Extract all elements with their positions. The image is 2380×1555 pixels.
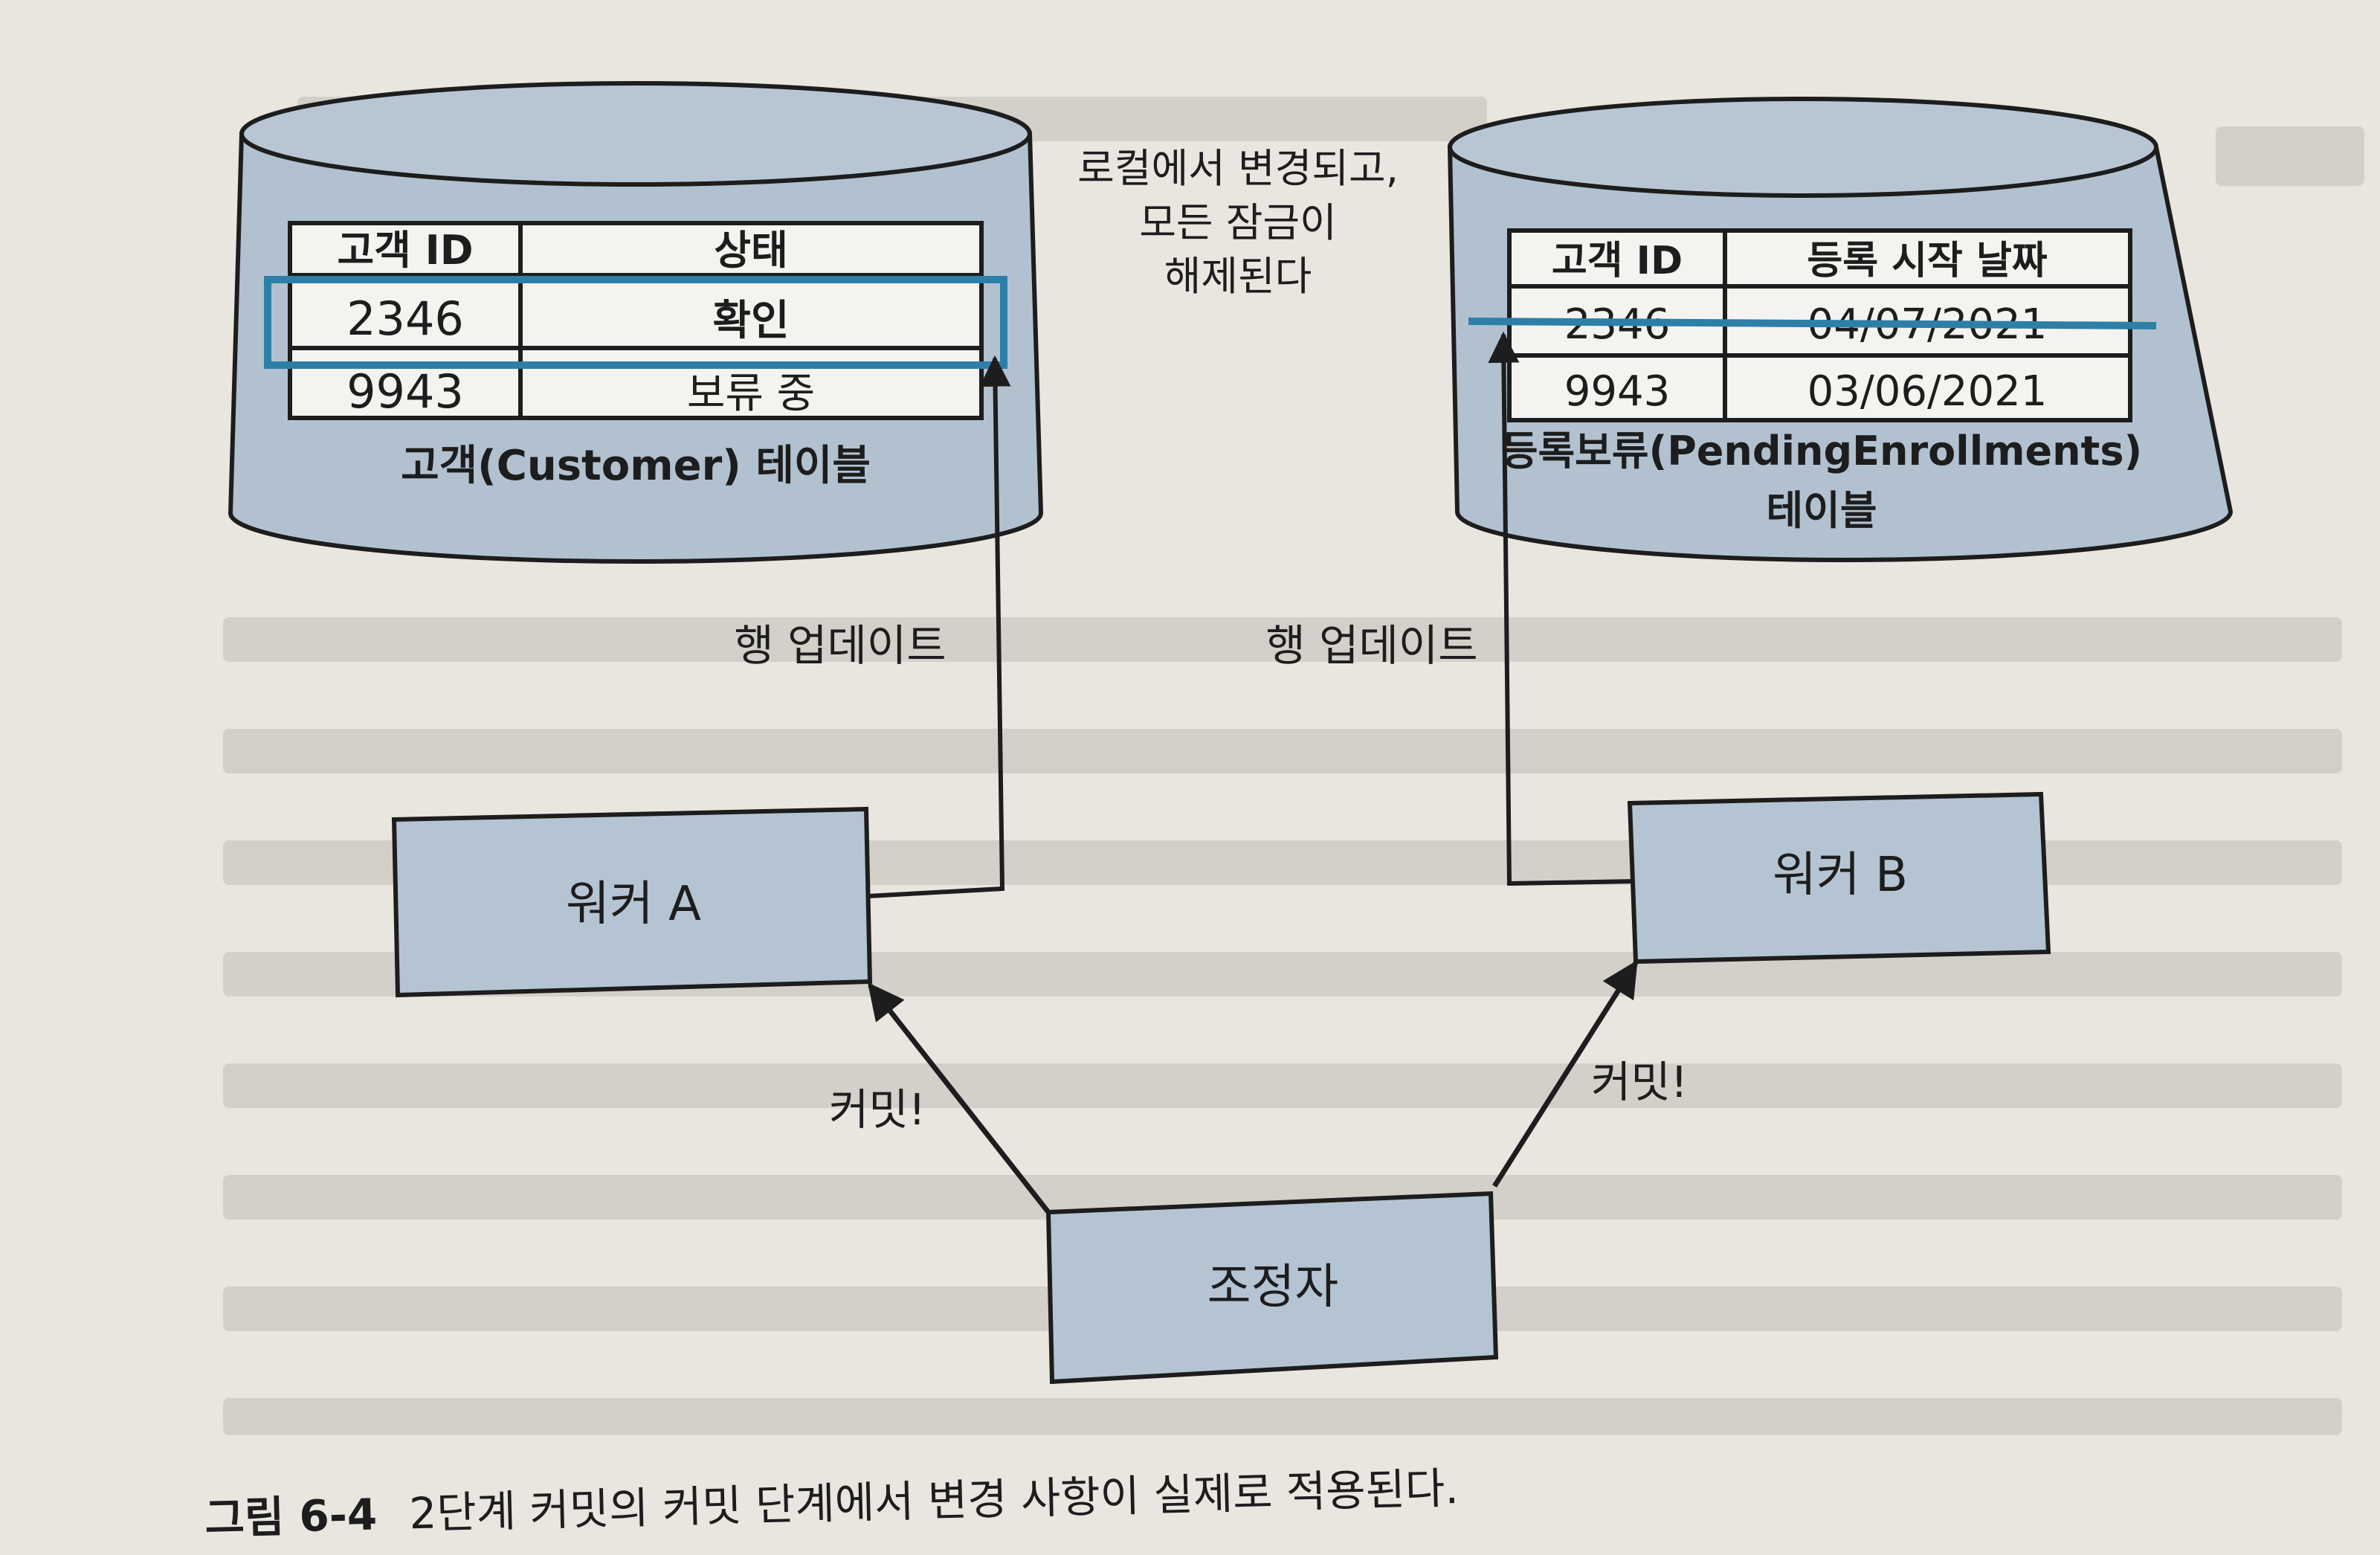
figure-number: 그림 6-4	[204, 1489, 378, 1544]
pending-enrollments-database: 고객 ID 등록 시작 날짜 2346 04/07/2021 9943 03/0…	[1447, 97, 2234, 562]
note-line-3: 해제된다	[1164, 253, 1312, 300]
pending-row2-date: 03/06/2021	[1807, 367, 2048, 416]
customer-row1-id: 2346	[346, 292, 464, 346]
figure-caption: 그림 6-4 2단계 커밋의 커밋 단계에서 변경 사항이 실제로 적용된다.	[204, 1463, 1460, 1544]
commit-arrow-left	[867, 982, 1051, 1214]
worker-b-box: 워커 B	[1627, 791, 2051, 965]
pending-header-id: 고객 ID	[1552, 239, 1683, 283]
pending-db-top	[1448, 97, 2158, 198]
pending-row-strikethrough	[1468, 318, 2157, 329]
commit-label-left: 커밋!	[829, 1084, 926, 1135]
commit-arrow-right	[1492, 959, 1638, 1188]
pending-row2-id: 9943	[1564, 367, 1671, 416]
customer-header-status: 상태	[714, 227, 787, 274]
commit-label-right: 커밋!	[1591, 1057, 1688, 1107]
note-line-1: 로컬에서 변경되고,	[1077, 145, 1399, 192]
coordinator-box: 조정자	[1045, 1191, 1499, 1385]
note-text: 로컬에서 변경되고, 모든 잠금이 해제된다	[1077, 145, 1399, 300]
pending-header-date: 등록 시작 날짜	[1807, 239, 2047, 283]
customer-row1-status: 확인	[712, 297, 789, 345]
customer-row2-status: 보류 중	[687, 370, 815, 418]
pending-table-caption-line1: 등록보류(PendingEnrollments)	[1501, 428, 2142, 474]
customer-header-id: 고객 ID	[337, 227, 473, 274]
worker-b-label: 워커 B	[1773, 848, 1908, 903]
row-update-label-right: 행 업데이트	[1265, 620, 1477, 671]
pending-table-caption-line2: 테이블	[1766, 487, 1877, 534]
worker-a-label: 워커 A	[566, 877, 701, 932]
row-update-label-left: 행 업데이트	[734, 620, 946, 671]
customer-database: 고객 ID 상태 2346 확인 9943 보류 중 고객(Customer) …	[228, 81, 1044, 564]
worker-a-box: 워커 A	[391, 806, 873, 998]
row-update-arrow-right	[1488, 331, 1636, 886]
coordinator-label: 조정자	[1207, 1260, 1339, 1315]
figure-caption-text: 2단계 커밋의 커밋 단계에서 변경 사항이 실제로 적용된다.	[409, 1463, 1460, 1539]
customer-table-caption: 고객(Customer) 테이블	[401, 442, 871, 490]
customer-row2-id: 9943	[346, 364, 464, 419]
customer-table: 고객 ID 상태 2346 확인 9943 보류 중	[288, 221, 984, 420]
customer-db-top	[239, 81, 1032, 187]
customer-row-highlight	[264, 276, 1007, 369]
row-update-arrow-left	[868, 355, 1011, 898]
note-line-2: 모든 잠금이	[1139, 199, 1337, 246]
